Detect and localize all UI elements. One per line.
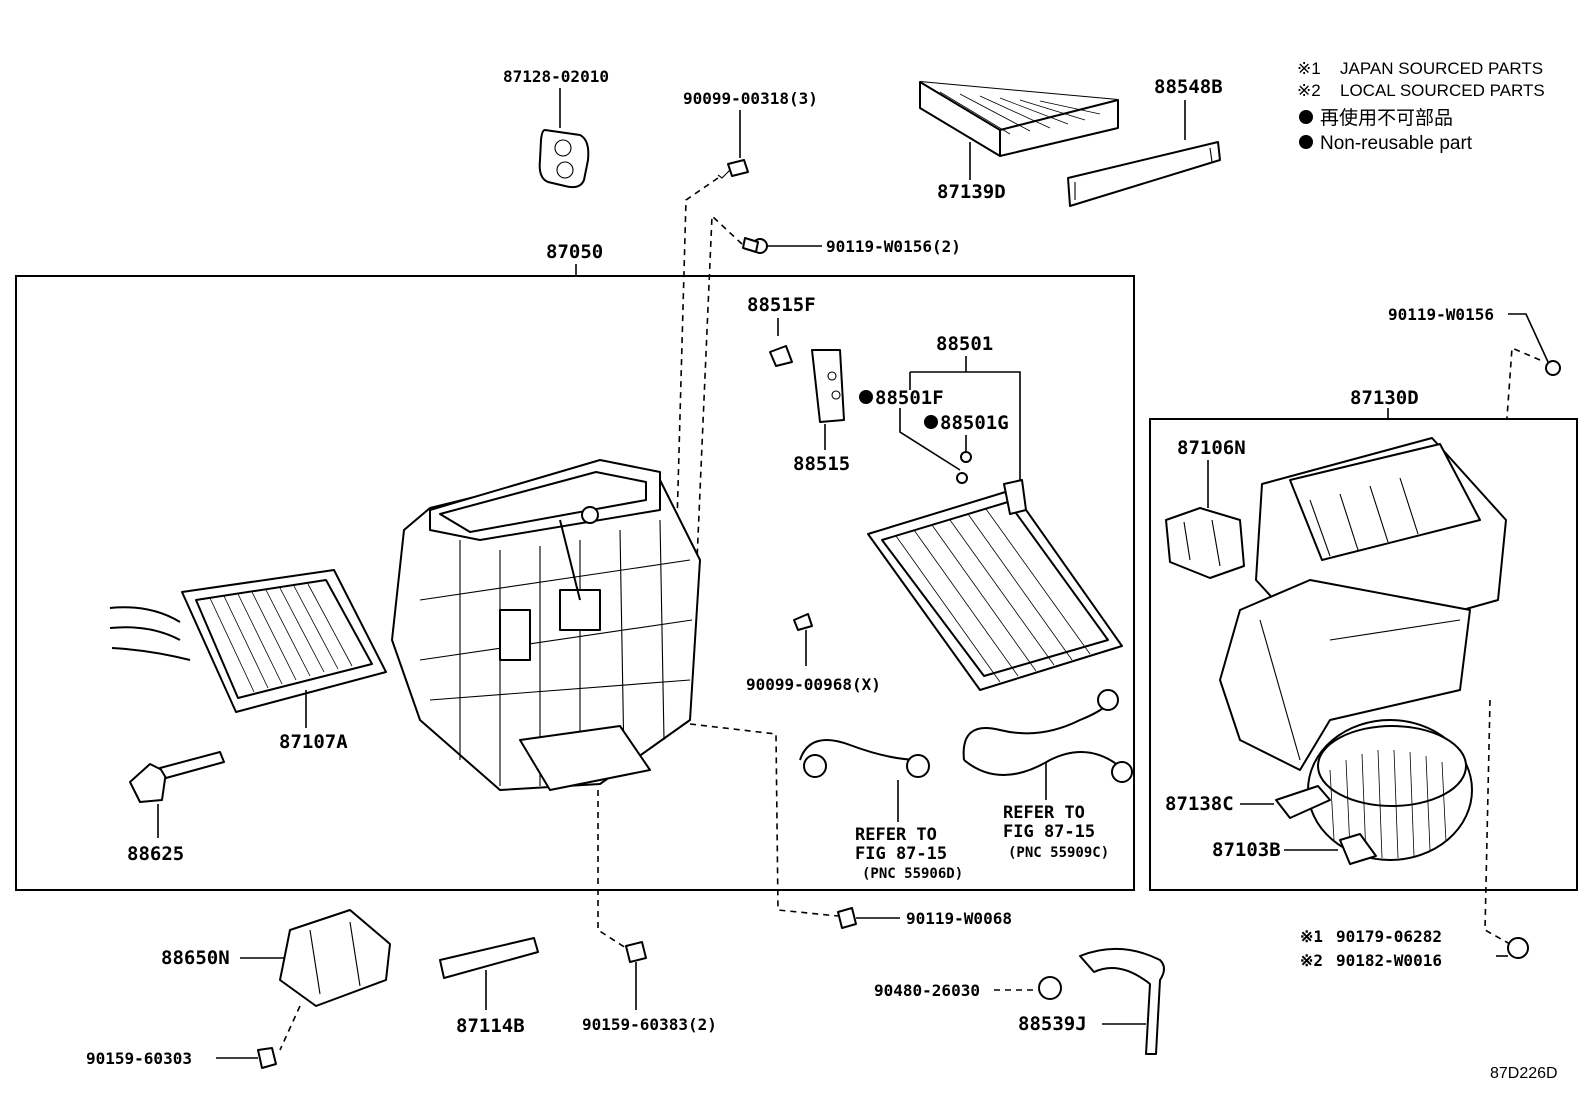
label-88625: 88625 xyxy=(127,843,184,865)
ref1-line3: (PNC 55906D) xyxy=(862,866,963,882)
label-87103B: 87103B xyxy=(1212,839,1281,861)
hvac-case-87050 xyxy=(391,459,701,791)
label-90099-00318: 90099-00318(3) xyxy=(683,89,818,108)
legend-non-reusable-jp: 再使用不可部品 xyxy=(1320,107,1453,129)
label-90159-60383: 90159-60383(2) xyxy=(582,1015,717,1034)
legend-japan-sourced: JAPAN SOURCED PARTS xyxy=(1340,59,1543,78)
blower-motor-87103B: 87103B xyxy=(1212,719,1473,865)
label-90119-W0068: 90119-W0068 xyxy=(906,909,1012,928)
label-90182-W0016: 90182-W0016 xyxy=(1336,951,1442,970)
label-88650N: 88650N xyxy=(161,947,230,969)
blower-unit-87130D: 87130D xyxy=(1219,387,1507,771)
non-reusable-dot-icon-2 xyxy=(1299,135,1313,149)
label-87128-02010: 87128-02010 xyxy=(503,67,609,86)
hvac-assembly-frame xyxy=(15,275,1135,891)
label-87138C: 87138C xyxy=(1165,793,1234,815)
sensor-88625: 88625 xyxy=(127,751,225,865)
expansion-valve-88515: 88515F 88515 xyxy=(747,294,850,475)
harness-sensor-55909C: REFER TO FIG 87-15 (PNC 55909C) xyxy=(962,689,1133,861)
non-reusable-dot-icon-88501F xyxy=(859,390,873,404)
non-reusable-dot-icon-88501G xyxy=(924,415,938,429)
label-87050: 87050 xyxy=(546,241,603,263)
label-88539J: 88539J xyxy=(1018,1013,1087,1035)
ref2-line3: (PNC 55909C) xyxy=(1008,845,1109,861)
screw-90099-00968: 90099-00968(X) xyxy=(746,613,881,694)
screw-90159-60303: 90159-60303 xyxy=(86,1047,277,1069)
bolt-90179-90182: ※1 90179-06282 ※2 90182-W0016 xyxy=(1300,927,1529,970)
label-90119-W0156: 90119-W0156 xyxy=(1388,305,1494,324)
harness-sensor-55906D: REFER TO FIG 87-15 (PNC 55906D) xyxy=(799,739,963,882)
ref1-line2: FIG 87-15 xyxy=(855,844,947,864)
filter-cover-88548B: 88548B xyxy=(1067,76,1223,207)
label-88501G: 88501G xyxy=(940,412,1009,434)
legend-mark-2: ※2 xyxy=(1297,81,1321,100)
label-90119-W0156-2: 90119-W0156(2) xyxy=(826,237,961,256)
grommet-87128: 87128-02010 xyxy=(503,67,609,189)
ref1-line1: REFER TO xyxy=(855,825,937,845)
non-reusable-dot-icon xyxy=(1299,110,1313,124)
label-87107A: 87107A xyxy=(279,731,348,753)
label-88515F: 88515F xyxy=(747,294,816,316)
dash-to-90159-60383 xyxy=(597,790,627,949)
drain-hose-88539J: 88539J xyxy=(1018,947,1165,1055)
screw-90159-60383: 90159-60383(2) xyxy=(582,941,717,1034)
servo-87106N: 87106N xyxy=(1165,437,1246,579)
heater-core-87107A: 87107A xyxy=(109,569,387,753)
label-87139D: 87139D xyxy=(937,181,1006,203)
label-90099-00968: 90099-00968(X) xyxy=(746,675,881,694)
grommet-90480-26030: 90480-26030 xyxy=(874,976,1062,1000)
servo-88650N: 88650N xyxy=(161,909,391,1051)
label-88501F: 88501F xyxy=(875,387,944,409)
legend-non-reusable-en: Non-reusable part xyxy=(1320,133,1473,154)
legend: ※1 JAPAN SOURCED PARTS ※2 LOCAL SOURCED … xyxy=(1297,59,1545,154)
label-88501: 88501 xyxy=(936,333,993,355)
cabin-filter-87139D: 87139D xyxy=(919,81,1119,203)
ref2-line2: FIG 87-15 xyxy=(1003,822,1095,842)
label-87106N: 87106N xyxy=(1177,437,1246,459)
bolt-90119-W0156: 90119-W0156 xyxy=(1388,305,1561,419)
evaporator-88501: 88501 88501F 88501G xyxy=(859,333,1123,691)
bolt-90119-W0156-2: 90119-W0156(2) xyxy=(696,214,961,561)
bolt-90119-W0068: 90119-W0068 xyxy=(837,907,1012,929)
resistor-87138C: 87138C xyxy=(1165,785,1331,819)
label-87114B: 87114B xyxy=(456,1015,525,1037)
label-87130D: 87130D xyxy=(1350,387,1419,409)
dash-to-90179 xyxy=(1484,699,1511,945)
legend-local-sourced: LOCAL SOURCED PARTS xyxy=(1340,81,1545,100)
label-90179-06282: 90179-06282 xyxy=(1336,927,1442,946)
label-88548B: 88548B xyxy=(1154,76,1223,98)
diagram-code: 87D226D xyxy=(1490,1065,1558,1082)
label-88515: 88515 xyxy=(793,453,850,475)
label-90480-26030: 90480-26030 xyxy=(874,981,980,1000)
ref2-line1: REFER TO xyxy=(1003,803,1085,823)
blower-assembly-frame xyxy=(1149,418,1578,891)
legend-mark-1: ※1 xyxy=(1297,59,1321,78)
label-90179-mark: ※1 xyxy=(1300,927,1323,946)
screw-90099-00318: 90099-00318(3) xyxy=(675,89,818,561)
label-90182-mark: ※2 xyxy=(1300,951,1323,970)
seal-87114B: 87114B xyxy=(439,937,539,1037)
label-90159-60303: 90159-60303 xyxy=(86,1049,192,1068)
